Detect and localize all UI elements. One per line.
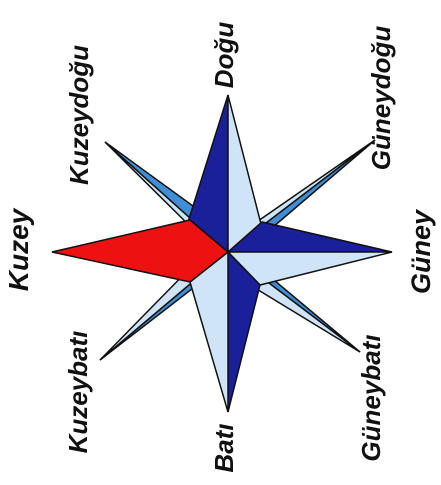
label-northeast: Güneydoğu — [366, 26, 396, 171]
cardinal-points — [52, 95, 392, 412]
label-southwest: Kuzeybatı — [63, 331, 93, 454]
west-point — [52, 220, 228, 282]
label-east: Güney — [406, 208, 436, 294]
label-west: Kuzey — [3, 207, 34, 291]
label-southeast: Güneybatı — [356, 334, 386, 461]
label-north: Doğu — [209, 22, 239, 89]
label-northwest: Kuzeydoğu — [64, 45, 94, 185]
label-south: Batı — [209, 423, 239, 472]
